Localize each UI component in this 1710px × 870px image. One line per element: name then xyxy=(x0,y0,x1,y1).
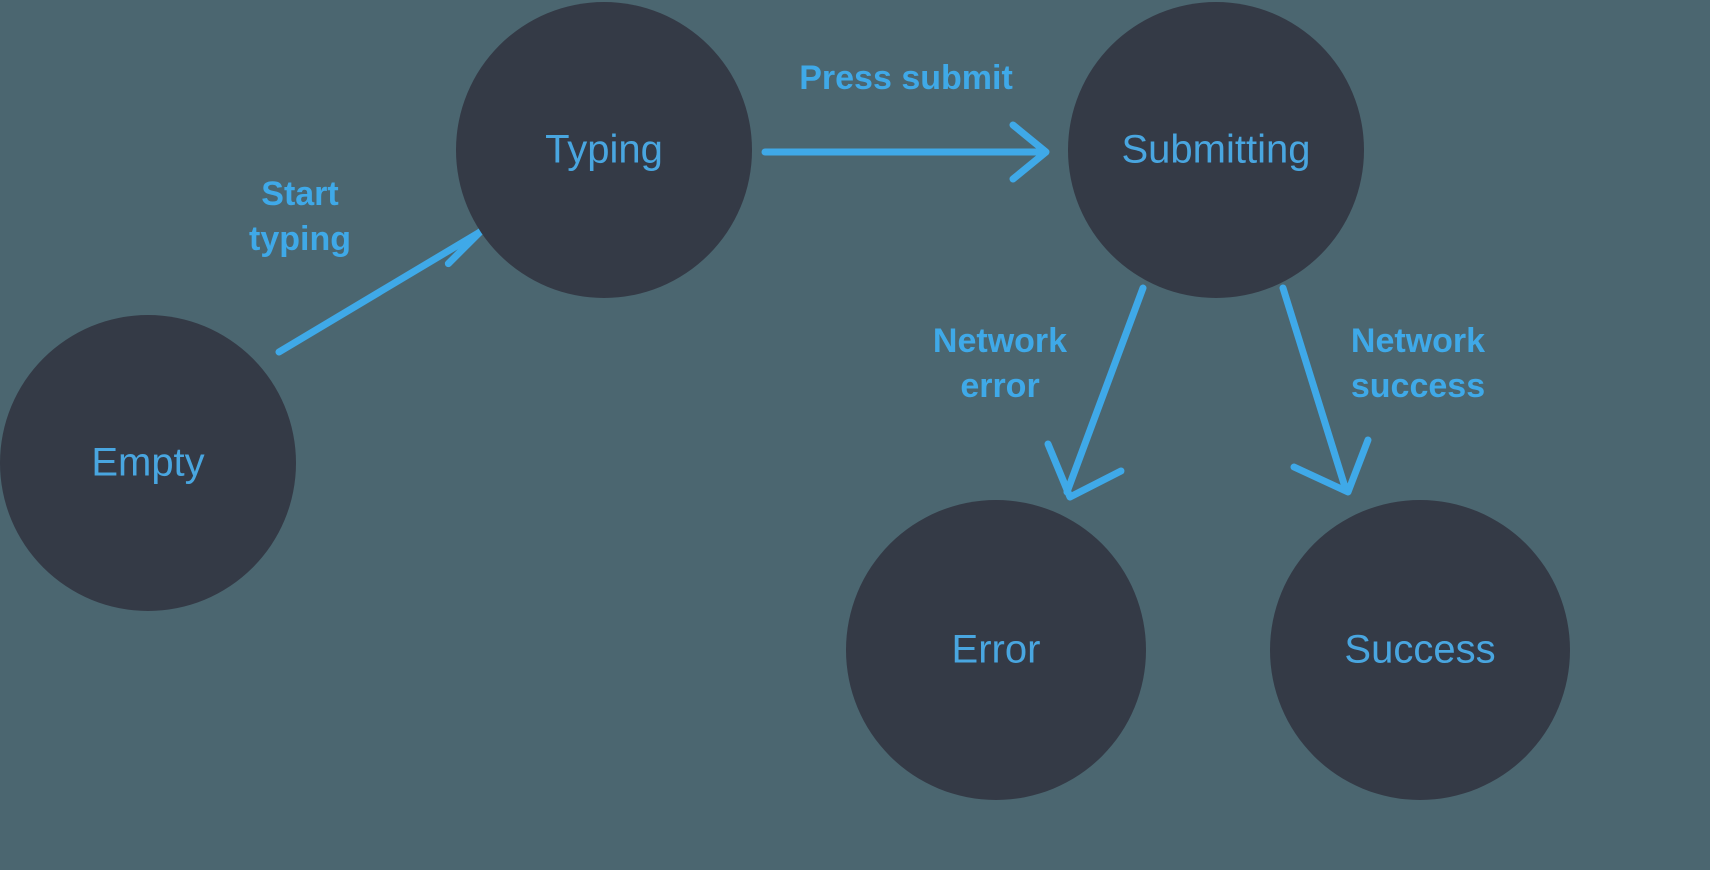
state-node-error-label: Error xyxy=(952,628,1041,672)
state-node-error-circle[interactable] xyxy=(846,500,1146,800)
transition-network-error-label-line-2: error xyxy=(960,367,1039,405)
state-node-success[interactable]: Success xyxy=(1270,500,1570,800)
state-node-empty-circle[interactable] xyxy=(0,315,296,611)
transition-network-error-line xyxy=(1063,284,1147,496)
state-node-submitting-circle[interactable] xyxy=(1068,2,1364,298)
transition-start-typing-label-line-1: Start xyxy=(261,175,338,213)
state-node-submitting[interactable]: Submitting xyxy=(1068,2,1364,298)
transition-network-error-label-line-1: Network xyxy=(933,322,1067,360)
transition-network-success-line xyxy=(1279,284,1349,491)
transition-network-error: Network error xyxy=(933,284,1147,501)
state-node-typing-label: Typing xyxy=(545,128,663,172)
transition-network-success-label-line-1: Network xyxy=(1351,322,1485,360)
state-node-typing[interactable]: Typing xyxy=(456,2,752,298)
state-node-submitting-label: Submitting xyxy=(1122,128,1311,172)
state-node-success-circle[interactable] xyxy=(1270,500,1570,800)
state-node-typing-circle[interactable] xyxy=(456,2,752,298)
transition-network-error-arrowhead xyxy=(1044,440,1125,501)
state-node-empty-label: Empty xyxy=(91,441,204,485)
transition-network-success-arrowhead xyxy=(1290,436,1372,496)
transition-start-typing: Start typing xyxy=(249,175,521,356)
transition-start-typing-label-line-2: typing xyxy=(249,220,351,258)
state-node-error[interactable]: Error xyxy=(846,500,1146,800)
state-node-success-label: Success xyxy=(1344,628,1495,672)
transition-press-submit-label: Press submit xyxy=(799,59,1013,97)
transition-network-success-label-line-2: success xyxy=(1351,367,1485,405)
transition-press-submit: Press submit xyxy=(761,59,1050,183)
state-node-empty[interactable]: Empty xyxy=(0,315,296,611)
transition-start-typing-line xyxy=(275,228,484,356)
transition-network-success: Network success xyxy=(1279,284,1485,496)
transition-press-submit-arrowhead xyxy=(1009,121,1050,183)
